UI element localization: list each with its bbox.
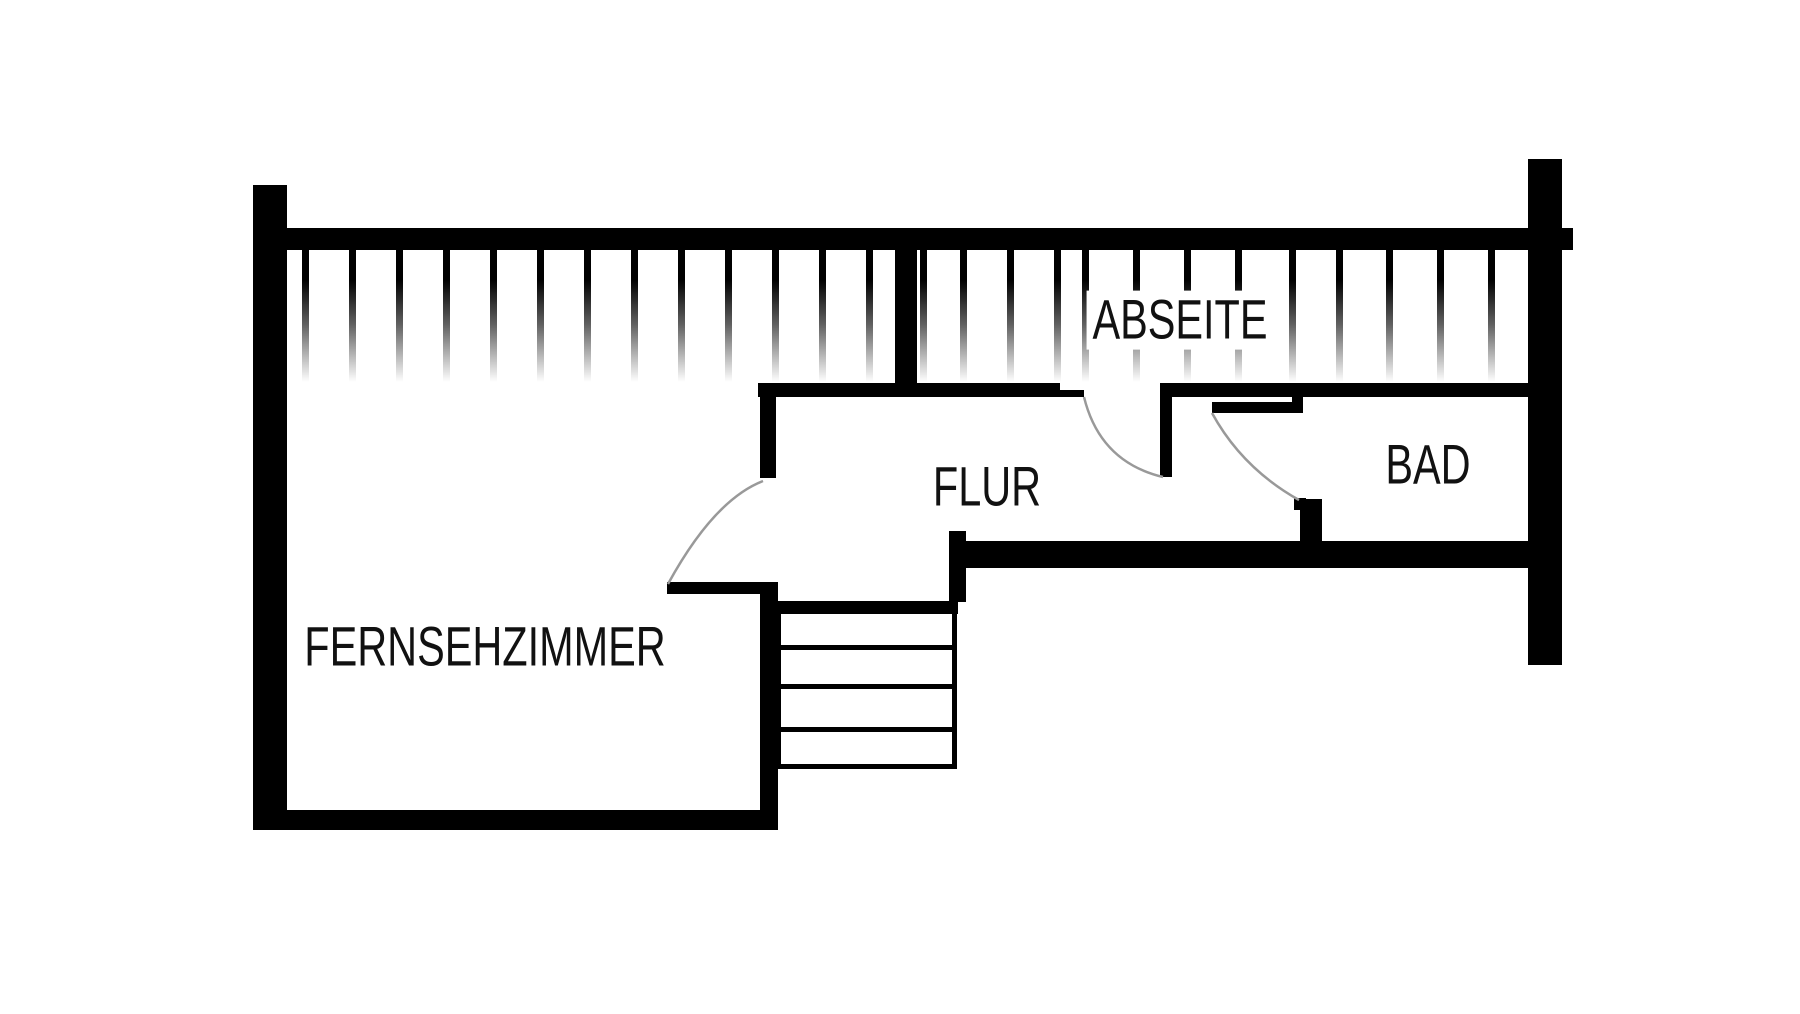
sloped-ceiling-hatch-line — [678, 250, 685, 386]
sloped-ceiling-hatch-line — [584, 250, 591, 386]
fernsehzimmer-door-wall — [667, 582, 778, 594]
sloped-ceiling-hatch-line — [349, 250, 356, 386]
bad-door-arc — [1210, 412, 1300, 502]
sloped-ceiling-hatch-line — [1488, 250, 1495, 386]
top-outer-wall — [287, 228, 1573, 250]
flur-top-wall-right — [1160, 383, 1528, 397]
stair-top-bar — [773, 601, 958, 614]
bad-door-leaf — [1300, 499, 1322, 567]
abseite-door-leaf — [1160, 386, 1172, 477]
room-label-bad: BAD — [1379, 435, 1477, 495]
sloped-ceiling-hatch-line — [1336, 250, 1343, 386]
left-outer-wall — [253, 185, 287, 830]
sloped-ceiling-hatch-line — [866, 250, 873, 386]
sloped-ceiling-hatch-line — [631, 250, 638, 386]
sloped-ceiling-hatch-line — [490, 250, 497, 386]
sloped-ceiling-hatch-line — [396, 250, 403, 386]
sloped-ceiling-hatch-line — [1386, 250, 1393, 386]
abseite-door-arc — [1082, 396, 1164, 479]
room-label-fernsehzimmer: FERNSEHZIMMER — [298, 617, 672, 677]
stair-tread — [781, 650, 952, 689]
room-label-flur: FLUR — [926, 457, 1048, 517]
sloped-ceiling-hatch-line — [443, 250, 450, 386]
stair-tread — [781, 689, 952, 732]
sloped-ceiling-hatch-line — [772, 250, 779, 386]
sloped-ceiling-hatch-line — [537, 250, 544, 386]
sloped-ceiling-hatch-line — [1007, 250, 1014, 386]
sloped-ceiling-hatch-line — [302, 250, 309, 386]
sloped-ceiling-hatch-line — [1289, 250, 1296, 386]
sloped-ceiling-hatch-line — [819, 250, 826, 386]
sloped-ceiling-hatch-line — [725, 250, 732, 386]
stair-tread — [781, 614, 952, 650]
room-label-abseite: ABSEITE — [1086, 290, 1274, 350]
stair-tread — [781, 732, 952, 764]
right-outer-wall — [1528, 159, 1562, 665]
fernsehzimmer-bottom-wall — [253, 810, 778, 830]
sloped-ceiling-hatch-line — [960, 250, 967, 386]
flur-top-wall-left — [758, 383, 1060, 397]
bad-top-stub-wall — [1212, 402, 1303, 413]
sloped-ceiling-hatch-line — [1437, 250, 1444, 386]
sloped-ceiling-hatch-line — [920, 250, 927, 386]
sloped-ceiling-hatch-line — [1082, 250, 1089, 386]
stair-left-wall — [760, 594, 778, 812]
abseite-divider-wall — [895, 250, 917, 397]
fernsehzimmer-door-arc — [666, 479, 764, 585]
flur-bottom-wall — [949, 541, 1528, 568]
sloped-ceiling-hatch-line — [1054, 250, 1061, 386]
staircase — [776, 614, 957, 769]
flur-left-wall — [760, 383, 776, 478]
bad-door-leaf-notch — [1294, 498, 1306, 510]
bad-stub-connector — [1292, 395, 1303, 413]
abseite-door-jamb — [1060, 390, 1084, 397]
